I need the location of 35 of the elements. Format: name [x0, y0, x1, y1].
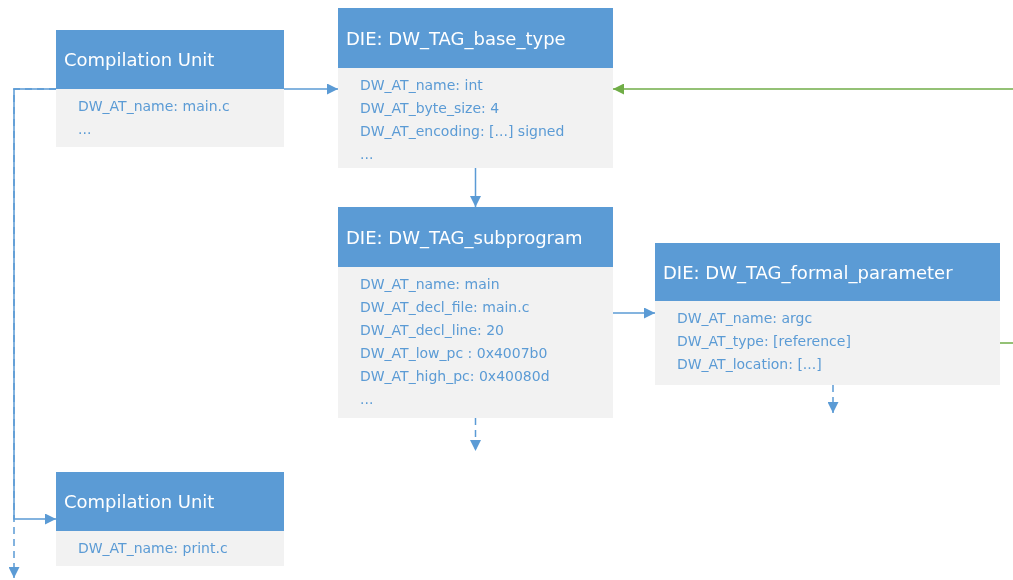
node-title: Compilation Unit	[64, 49, 215, 70]
attribute-line: ...	[78, 120, 92, 139]
attribute-line: ...	[360, 390, 374, 409]
attribute-line: DW_AT_name: print.c	[78, 539, 228, 558]
attribute-line: DW_AT_low_pc : 0x4007b0	[360, 344, 548, 363]
attribute-line: ...	[360, 145, 374, 164]
arrow	[13, 88, 57, 525]
connector-line	[999, 342, 1013, 344]
attribute-line: DW_AT_name: int	[360, 76, 483, 95]
die-box	[56, 472, 284, 566]
attribute-line: DW_AT_location: [...]	[677, 355, 822, 374]
attribute-line: DW_AT_decl_line: 20	[360, 321, 504, 340]
node-title: DIE: DW_TAG_base_type	[346, 27, 566, 49]
attribute-line: DW_AT_high_pc: 0x40080d	[360, 367, 550, 386]
attribute-line: DW_AT_name: argc	[677, 309, 813, 328]
node-title: DIE: DW_TAG_formal_parameter	[663, 261, 953, 283]
attribute-line: DW_AT_name: main	[360, 275, 500, 294]
die-box	[655, 243, 1000, 385]
arrow	[8, 88, 57, 579]
arrow	[470, 417, 481, 452]
arrow	[827, 384, 839, 414]
arrow	[283, 83, 339, 95]
node-title: DIE: DW_TAG_subprogram	[346, 226, 583, 248]
attribute-line: DW_AT_type: [reference]	[677, 332, 851, 351]
die-box	[338, 207, 613, 418]
die-box	[338, 8, 613, 168]
arrow	[612, 83, 1013, 95]
node-title: Compilation Unit	[64, 491, 215, 512]
attribute-line: DW_AT_decl_file: main.c	[360, 298, 530, 317]
attribute-line: DW_AT_byte_size: 4	[360, 99, 500, 118]
attribute-line: DW_AT_name: main.c	[78, 97, 230, 116]
arrow	[470, 167, 481, 208]
die-box	[56, 30, 284, 147]
arrow	[612, 307, 656, 319]
attribute-line: DW_AT_encoding: [...] signed	[360, 122, 565, 141]
